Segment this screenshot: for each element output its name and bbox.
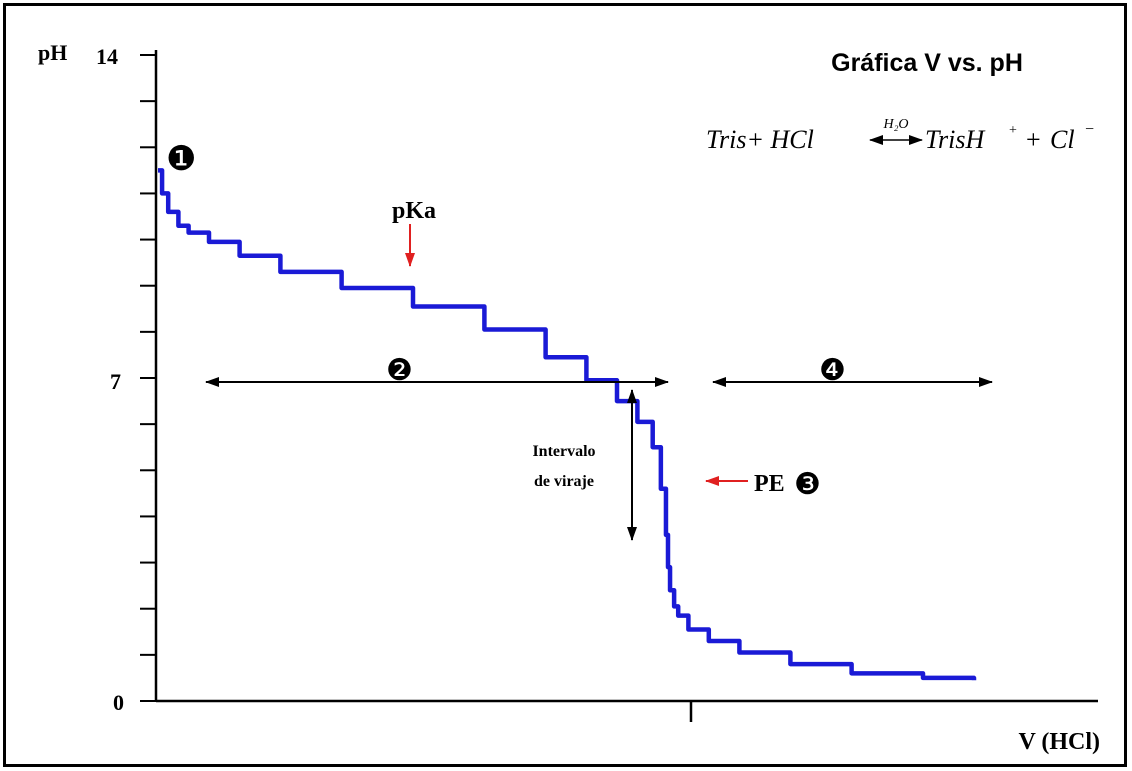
equation-plus: + <box>1026 125 1041 154</box>
pe-label: PE <box>754 471 785 497</box>
interval-label-line2: de viraje <box>534 473 594 490</box>
y-tick-label-14: 14 <box>96 44 118 69</box>
y-tick-label-0: 0 <box>113 690 124 715</box>
equation-solvent: H₂O <box>882 117 908 132</box>
equation-charge-2: − <box>1085 121 1094 138</box>
y-tick-label-7: 7 <box>110 369 121 394</box>
marker-1: ❶ <box>166 141 196 178</box>
chart-title: Gráfica V vs. pH <box>831 49 1023 77</box>
pka-label: pKa <box>392 198 436 224</box>
y-axis-label: pH <box>38 40 67 65</box>
equation-product-2: Cl <box>1050 125 1075 154</box>
y-ticks <box>140 54 156 702</box>
equation-left: Tris+ HCl <box>706 125 814 154</box>
reaction-equation: Tris+ HCl H₂O TrisH + + Cl − <box>706 117 1094 154</box>
x-axis-label: V (HCl) <box>1018 729 1100 755</box>
marker-3: ❸ <box>794 468 821 501</box>
interval-label-line1: Intervalo <box>532 443 595 460</box>
equation-charge-1: + <box>1009 123 1017 138</box>
titration-curve <box>158 168 977 681</box>
equation-product-1: TrisH <box>925 125 985 154</box>
